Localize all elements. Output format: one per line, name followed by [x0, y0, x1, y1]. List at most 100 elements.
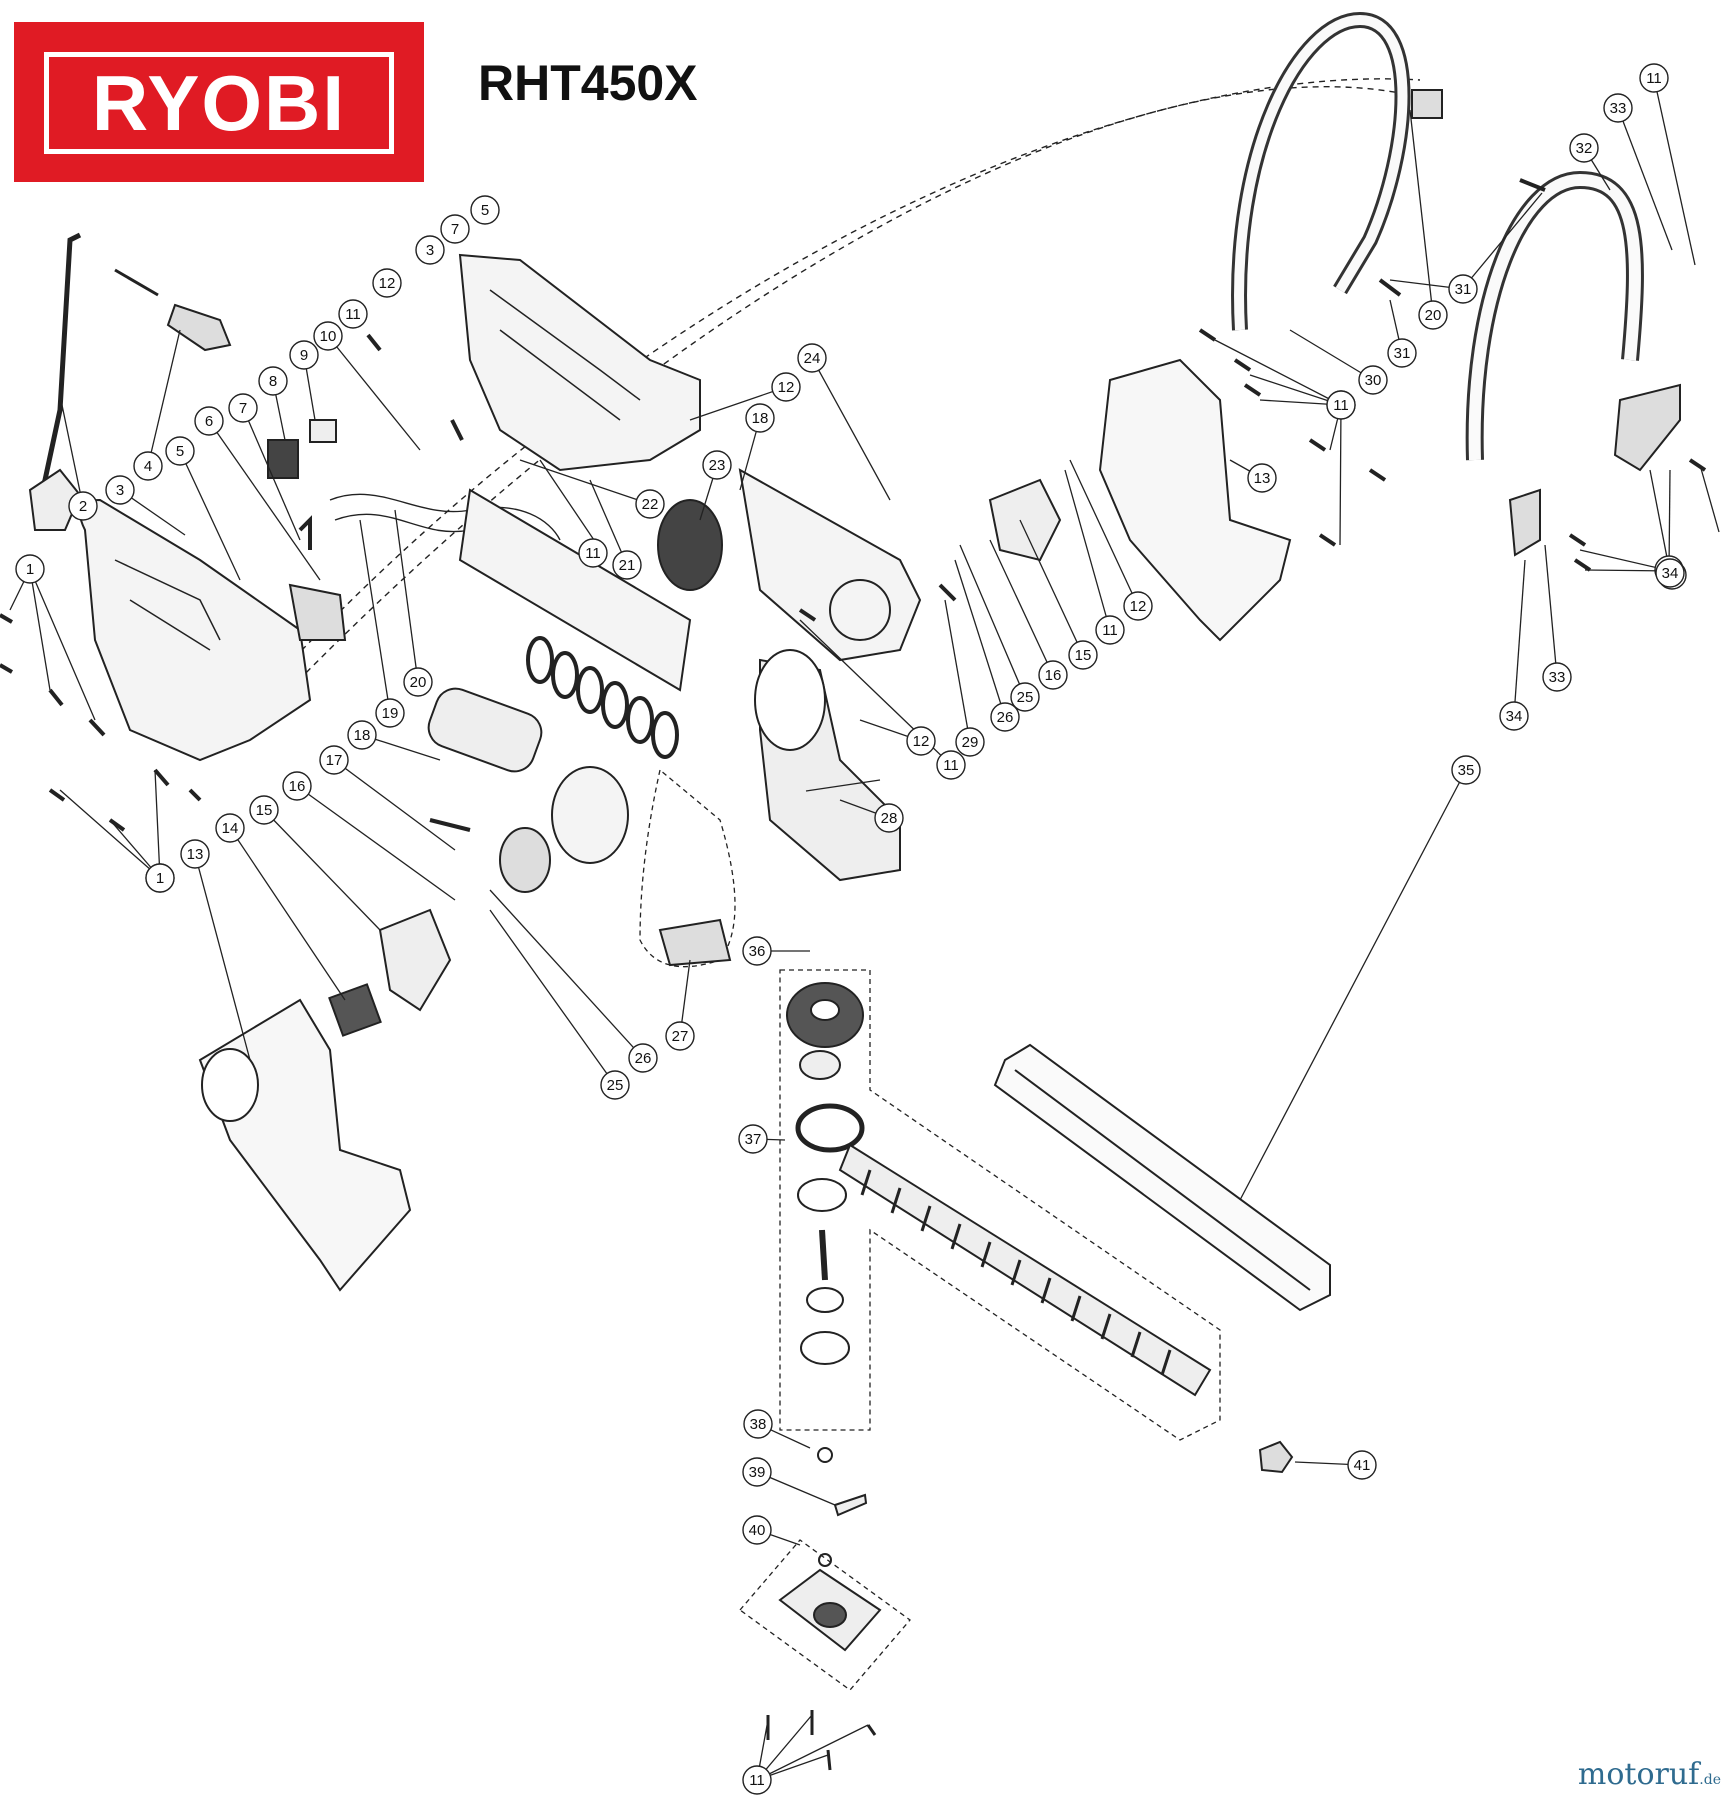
- handle-cover: [1465, 170, 1644, 461]
- callout-circle: [612, 550, 642, 580]
- callout-circle: [1569, 133, 1599, 163]
- callout-number: 3: [116, 482, 124, 499]
- callout-circle: [936, 750, 966, 780]
- callout-21: 21: [612, 550, 642, 580]
- callout-number: 10: [320, 328, 337, 345]
- callout-39: 39: [742, 1457, 772, 1487]
- callout-number: 29: [962, 734, 979, 751]
- callout-circle: [347, 720, 377, 750]
- callout-14: 14: [215, 813, 245, 843]
- callout-circle: [1639, 63, 1669, 93]
- callout-circle: [282, 771, 312, 801]
- callout-34: 34: [1499, 701, 1529, 731]
- connecting-link: [795, 1103, 865, 1153]
- callout-number: 32: [1576, 140, 1593, 157]
- callout-number: 12: [778, 379, 795, 396]
- callout-number: 24: [804, 350, 821, 367]
- callout-number: 34: [1662, 565, 1679, 582]
- callout-circle: [578, 538, 608, 568]
- callout-34: 34: [1655, 558, 1685, 588]
- callout-circle: [745, 403, 775, 433]
- callout-circle: [743, 1409, 773, 1439]
- nut-38: [817, 1447, 833, 1463]
- callout-circle: [1418, 300, 1448, 330]
- callout-circle: [319, 745, 349, 775]
- contact: [309, 419, 337, 443]
- spring-14: [328, 983, 382, 1037]
- callout-1: 1: [145, 863, 175, 893]
- callout-17: 17: [319, 745, 349, 775]
- callout-circle: [194, 406, 224, 436]
- watermark-name: motoruf: [1577, 1757, 1700, 1792]
- callout-11: 11: [742, 1765, 772, 1795]
- callout-circle: [742, 1457, 772, 1487]
- callout-circle: [15, 554, 45, 584]
- callout-circle: [1451, 755, 1481, 785]
- callout-circle: [1010, 682, 1040, 712]
- callout-layer: 1111233455677891011111111111111111212121…: [15, 63, 1687, 1795]
- callout-circle: [440, 214, 470, 244]
- blade-teeth: [860, 1169, 1172, 1376]
- callout-number: 19: [382, 705, 399, 722]
- eccentric: [799, 1050, 841, 1080]
- cap-41: [1258, 1440, 1294, 1474]
- callout-1: 1: [15, 554, 45, 584]
- callout-circle: [68, 491, 98, 521]
- callout-number: 15: [1075, 647, 1092, 664]
- callout-number: 5: [481, 202, 489, 219]
- logo-text: RYOBI: [91, 59, 347, 147]
- callout-22: 22: [635, 489, 665, 519]
- callout-number: 25: [607, 1077, 624, 1094]
- callout-number: 23: [709, 457, 726, 474]
- clutch-hub: [378, 908, 452, 1012]
- callout-circle: [702, 450, 732, 480]
- callout-circle: [1387, 338, 1417, 368]
- callout-33: 33: [1542, 662, 1572, 692]
- callout-40: 40: [742, 1515, 772, 1545]
- callout-circle: [1095, 615, 1125, 645]
- callout-circle: [133, 451, 163, 481]
- motor-rotor: [427, 687, 543, 773]
- callout-circle: [338, 299, 368, 329]
- callout-circle: [742, 1765, 772, 1795]
- front-handle: [1231, 11, 1411, 331]
- motor-bearing: [499, 827, 551, 893]
- motor-tube: [458, 488, 692, 692]
- callout-number: 7: [451, 221, 459, 238]
- callout-number: 39: [749, 1464, 766, 1481]
- callout-circle: [165, 436, 195, 466]
- callout-number: 20: [410, 674, 427, 691]
- callout-circle: [215, 813, 245, 843]
- callout-circle: [375, 698, 405, 728]
- callout-number: 15: [256, 802, 273, 819]
- callout-5: 5: [470, 195, 500, 225]
- cutting-blade: [838, 1143, 1212, 1397]
- callout-37: 37: [738, 1124, 768, 1154]
- callout-number: 27: [672, 1028, 689, 1045]
- callout-circle: [372, 268, 402, 298]
- callout-11: 11: [936, 750, 966, 780]
- callout-26: 26: [628, 1043, 658, 1073]
- callout-26: 26: [990, 702, 1020, 732]
- callout-circle: [1123, 591, 1153, 621]
- power-cord: [32, 232, 82, 511]
- callout-number: 28: [881, 810, 898, 827]
- callout-number: 11: [1102, 622, 1118, 639]
- callout-32: 32: [1569, 133, 1599, 163]
- callout-number: 21: [619, 557, 636, 574]
- callout-11: 11: [1639, 63, 1669, 93]
- callout-number: 11: [345, 306, 361, 323]
- callout-18: 18: [347, 720, 377, 750]
- callout-number: 34: [1506, 708, 1523, 725]
- callout-circle: [738, 1124, 768, 1154]
- callout-circle: [628, 1043, 658, 1073]
- callout-number: 2: [79, 498, 87, 515]
- callout-circle: [1326, 390, 1356, 420]
- callout-circle: [313, 321, 343, 351]
- callout-circle: [955, 727, 985, 757]
- callout-16: 16: [282, 771, 312, 801]
- knob: [657, 499, 723, 591]
- callout-number: 12: [1130, 598, 1147, 615]
- callout-25: 25: [1010, 682, 1040, 712]
